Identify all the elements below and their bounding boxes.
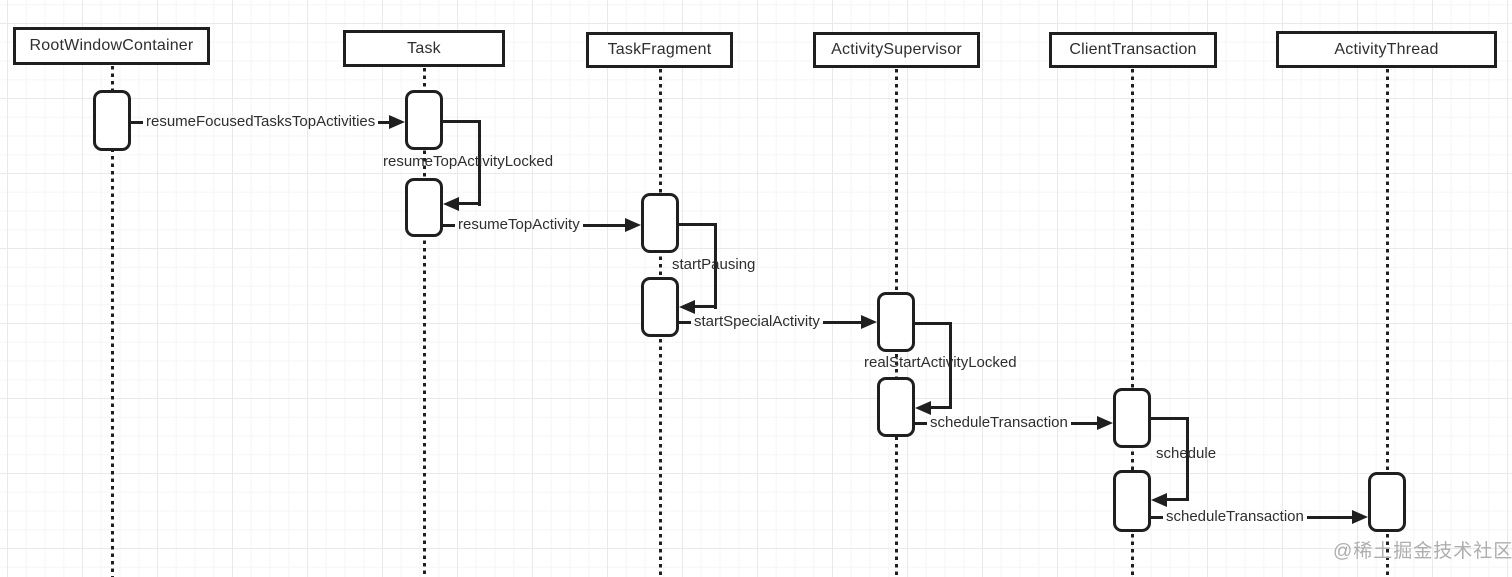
activation-taskfragment-2 — [641, 277, 679, 337]
selfcall-label: startPausing — [672, 256, 756, 273]
arrowhead-left — [915, 400, 931, 415]
activation-activitythread — [1368, 472, 1406, 532]
selfcall-schedule-return — [1167, 498, 1189, 501]
participant-label: TaskFragment — [607, 41, 712, 58]
message-line — [1151, 515, 1163, 519]
message-schedule-transaction-thread: scheduleTransaction — [1151, 507, 1368, 527]
selfcall-schedule-top — [1151, 417, 1189, 420]
selfcall-realstartactivitylocked-side — [949, 322, 952, 409]
arrowhead-left — [443, 196, 459, 211]
participant-label: RootWindowContainer — [29, 37, 194, 54]
activation-rootwindowcontainer — [93, 90, 131, 151]
lifeline-rootwindowcontainer — [110, 66, 114, 577]
message-line — [1070, 421, 1097, 425]
participant-label: Task — [407, 39, 441, 57]
message-start-special-activity: startSpecialActivity — [679, 312, 877, 332]
arrowhead-right — [389, 115, 405, 129]
arrowhead-right — [1097, 416, 1113, 430]
participant-label: ClientTransaction — [1069, 41, 1197, 58]
participant-rootwindowcontainer: RootWindowContainer — [13, 27, 210, 65]
selfcall-resumetopactivitylocked-return — [459, 202, 481, 205]
selfcall-resumetopactivitylocked-side — [478, 120, 481, 206]
selfcall-startpausing-top — [679, 223, 717, 226]
selfcall-startpausing-return — [695, 305, 717, 308]
activation-taskfragment-1 — [641, 193, 679, 253]
arrowhead-right — [861, 315, 877, 329]
participant-task: Task — [343, 30, 505, 67]
participant-clienttransaction: ClientTransaction — [1049, 32, 1217, 68]
participant-taskfragment: TaskFragment — [586, 32, 733, 68]
arrowhead-left — [1151, 492, 1167, 507]
message-schedule-transaction-client: scheduleTransaction — [915, 413, 1113, 433]
message-line — [1306, 515, 1352, 519]
selfcall-realstartactivitylocked-return — [931, 406, 952, 409]
activation-task-1 — [405, 90, 443, 150]
arrowhead-right — [1352, 510, 1368, 524]
activation-clienttransaction-1 — [1113, 388, 1151, 448]
participant-activitysupervisor: ActivitySupervisor — [813, 32, 980, 68]
selfcall-realstartactivitylocked-top — [915, 322, 952, 325]
participant-label: ActivitySupervisor — [831, 41, 962, 58]
participant-activitythread: ActivityThread — [1276, 31, 1497, 68]
message-resume-focused-tasks-top-activities: resumeFocusedTasksTopActivities — [131, 112, 405, 132]
selfcall-startpausing-side — [714, 223, 717, 309]
message-line — [822, 320, 861, 324]
message-label: scheduleTransaction — [930, 414, 1068, 431]
message-label: scheduleTransaction — [1166, 508, 1304, 525]
arrowhead-right — [625, 218, 641, 232]
lifeline-activitythread — [1385, 69, 1389, 577]
selfcall-schedule-side — [1186, 417, 1189, 501]
watermark: @稀土掘金技术社区 — [1333, 541, 1512, 562]
activation-activitysupervisor-1 — [877, 292, 915, 352]
message-line — [443, 223, 455, 227]
message-label: resumeTopActivity — [458, 216, 580, 233]
message-label: resumeFocusedTasksTopActivities — [146, 113, 376, 130]
arrowhead-left — [679, 299, 695, 314]
message-resume-top-activity: resumeTopActivity — [443, 215, 641, 235]
lifeline-task — [422, 68, 426, 577]
message-line — [679, 320, 691, 324]
selfcall-resumetopactivitylocked-top — [443, 120, 481, 123]
message-line — [131, 120, 143, 124]
message-line — [582, 223, 625, 227]
participant-label: ActivityThread — [1334, 40, 1439, 58]
activation-clienttransaction-2 — [1113, 470, 1151, 532]
selfcall-label: schedule — [1156, 445, 1217, 462]
message-label: startSpecialActivity — [694, 313, 820, 330]
selfcall-label: realStartActivityLocked — [864, 354, 1017, 371]
message-line — [915, 421, 927, 425]
activation-activitysupervisor-2 — [877, 377, 915, 437]
selfcall-label: resumeTopActivityLocked — [383, 153, 554, 170]
lifeline-clienttransaction — [1130, 69, 1134, 577]
message-line — [378, 120, 389, 124]
activation-task-2 — [405, 178, 443, 237]
